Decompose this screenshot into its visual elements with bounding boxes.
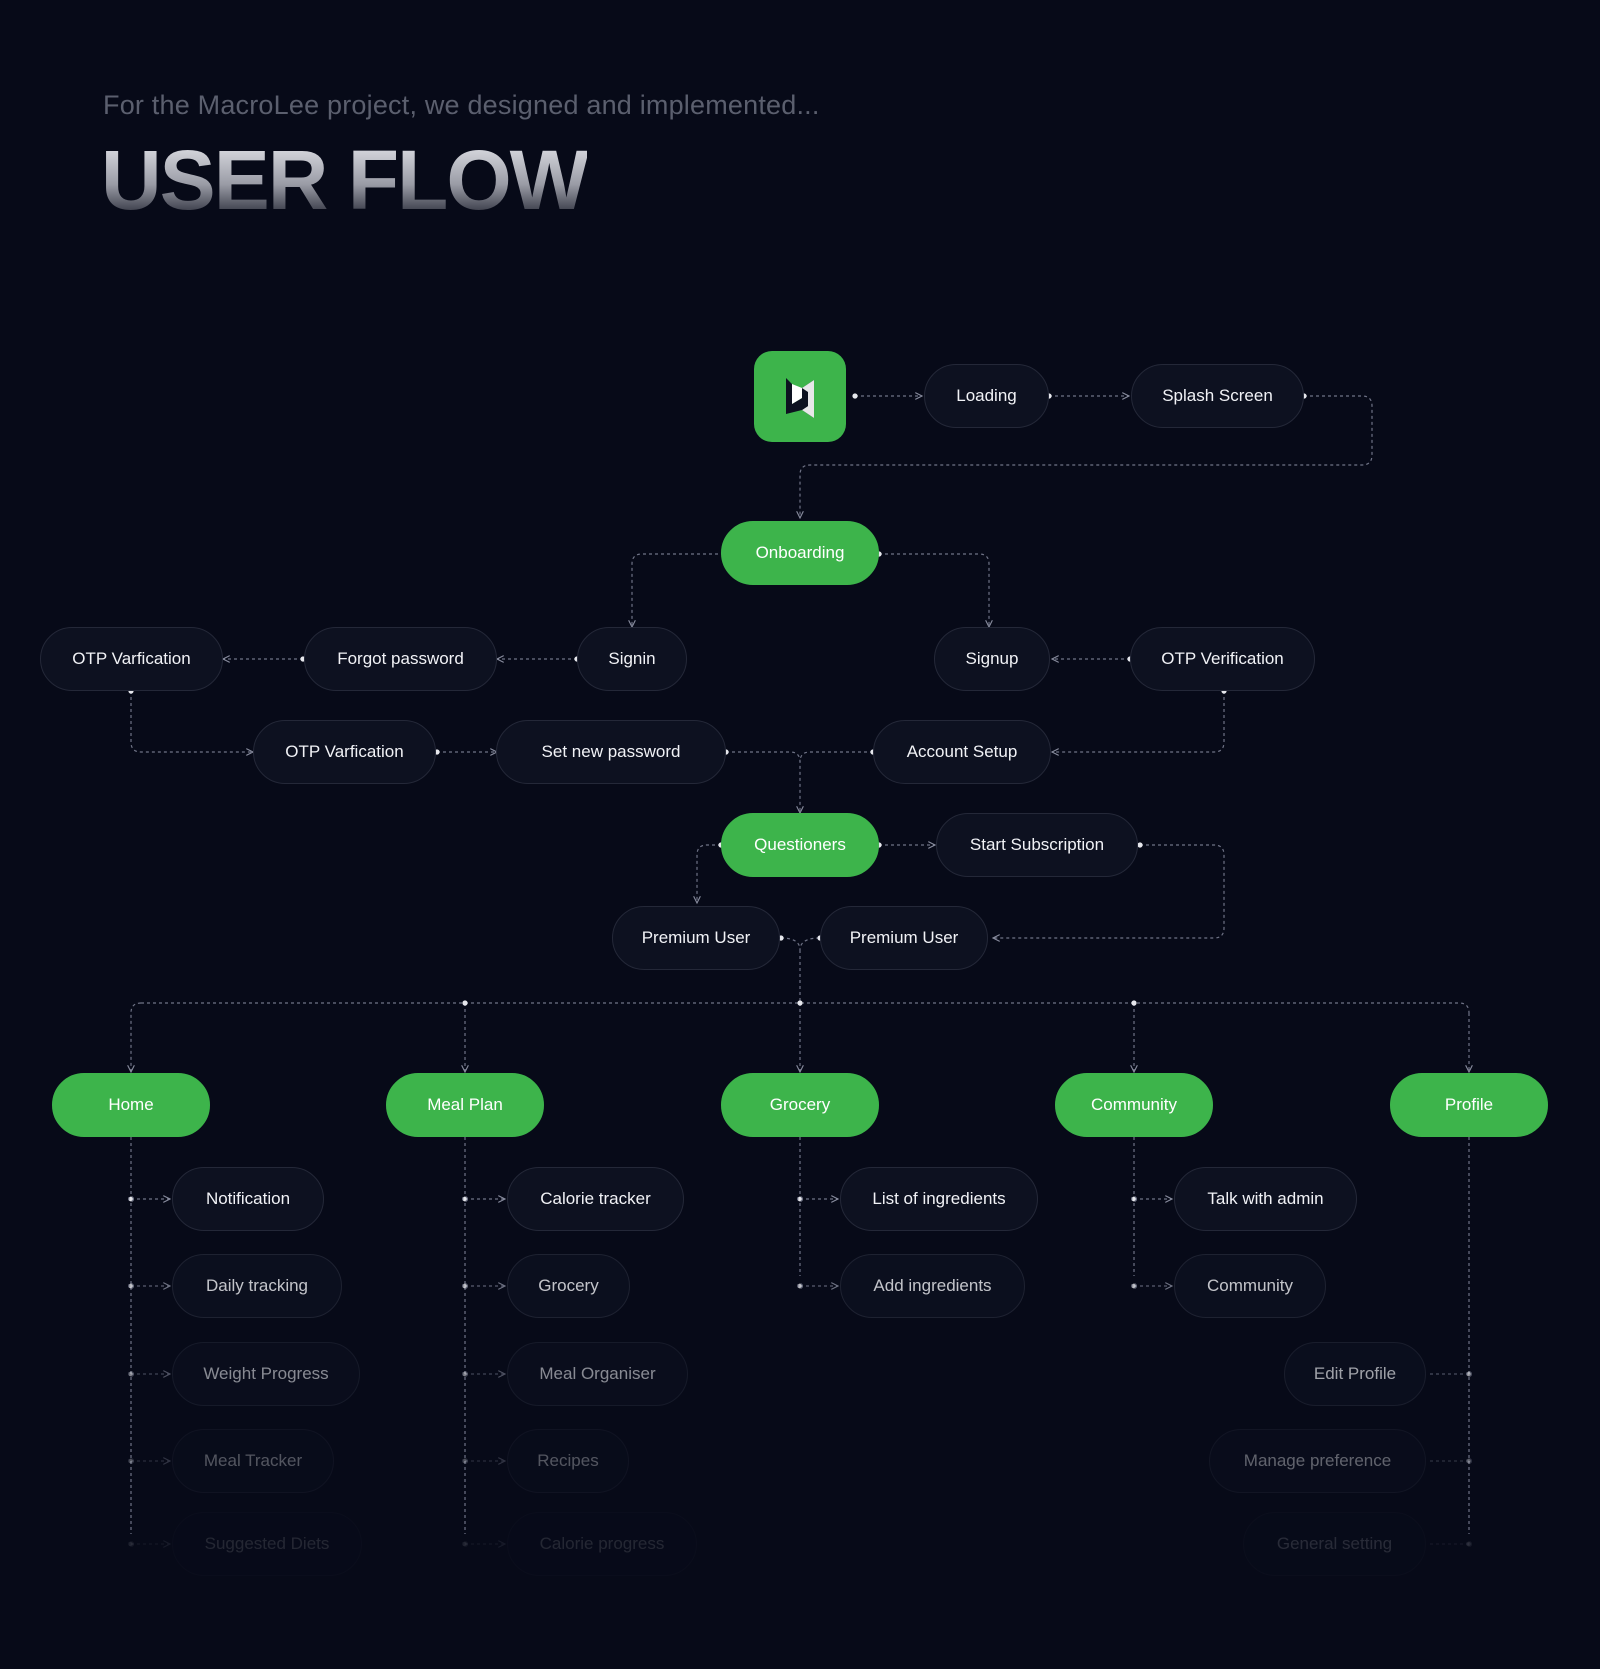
- connector-otpverify-account: [1052, 691, 1225, 752]
- connector-dot: [796, 1282, 803, 1289]
- section-grocery[interactable]: Grocery: [721, 1073, 879, 1137]
- connector-dot: [1130, 1195, 1137, 1202]
- node-daily-tracking[interactable]: Daily tracking: [172, 1254, 342, 1318]
- node-calorie-progress[interactable]: Calorie progress: [507, 1512, 697, 1576]
- connector-dot: [462, 1540, 469, 1547]
- node-signin[interactable]: Signin: [577, 627, 687, 691]
- connector-dot: [796, 1195, 803, 1202]
- node-grocery[interactable]: Grocery: [507, 1254, 630, 1318]
- connector-onboarding-signin: [632, 553, 742, 627]
- connector-setpassword-questioners: [726, 751, 800, 813]
- connector-dot: [462, 1457, 469, 1464]
- node-calorie-tracker[interactable]: Calorie tracker: [507, 1167, 684, 1231]
- connector-dot: [128, 1282, 135, 1289]
- node-manage-preference[interactable]: Manage preference: [1209, 1429, 1426, 1493]
- node-meal-tracker[interactable]: Meal Tracker: [172, 1429, 334, 1493]
- node-add-ingredients[interactable]: Add ingredients: [840, 1254, 1025, 1318]
- connector-dot: [1130, 1282, 1137, 1289]
- node-general-setting[interactable]: General setting: [1243, 1512, 1426, 1576]
- node-account-setup[interactable]: Account Setup: [873, 720, 1051, 784]
- node-otp-varfication-mid[interactable]: OTP Varfication: [253, 720, 436, 784]
- connector-account-questioners: [799, 751, 873, 763]
- node-meal-organiser[interactable]: Meal Organiser: [507, 1342, 688, 1406]
- connector-dot: [128, 1195, 135, 1202]
- node-questioners[interactable]: Questioners: [721, 813, 879, 877]
- node-loading[interactable]: Loading: [924, 364, 1049, 428]
- node-splash-screen[interactable]: Splash Screen: [1131, 364, 1304, 428]
- connector-dot: [462, 1282, 469, 1289]
- intro-text: For the MacroLee project, we designed an…: [103, 90, 820, 120]
- section-community[interactable]: Community: [1055, 1073, 1213, 1137]
- node-signup[interactable]: Signup: [934, 627, 1050, 691]
- connector-dot: [128, 1370, 135, 1377]
- connector-questioners-premium: [697, 844, 721, 903]
- connector-dot: [1465, 1540, 1472, 1547]
- node-onboarding[interactable]: Onboarding: [721, 521, 879, 585]
- connector-dot: [1465, 1457, 1472, 1464]
- connector-premium-merge: [780, 937, 821, 951]
- section-meal-plan[interactable]: Meal Plan: [386, 1073, 544, 1137]
- node-recipes[interactable]: Recipes: [507, 1429, 629, 1493]
- connector-dot: [462, 1370, 469, 1377]
- node-notification[interactable]: Notification: [172, 1167, 324, 1231]
- node-start-subscription[interactable]: Start Subscription: [936, 813, 1138, 877]
- node-community[interactable]: Community: [1174, 1254, 1326, 1318]
- section-profile[interactable]: Profile: [1390, 1073, 1548, 1137]
- connector-dot: [128, 1457, 135, 1464]
- node-edit-profile[interactable]: Edit Profile: [1284, 1342, 1426, 1406]
- page-title: USER FLOW: [101, 133, 589, 227]
- app-logo[interactable]: [754, 351, 846, 442]
- node-otp-varfication-left[interactable]: OTP Varfication: [40, 627, 223, 691]
- connector-dot: [462, 1195, 469, 1202]
- connector-bus: [141, 1002, 1470, 1014]
- node-premium-user-right[interactable]: Premium User: [820, 906, 988, 970]
- node-otp-verification[interactable]: OTP Verification: [1130, 627, 1315, 691]
- node-weight-progress[interactable]: Weight Progress: [172, 1342, 360, 1406]
- connector-otp-otp: [130, 691, 253, 752]
- node-forgot-password[interactable]: Forgot password: [304, 627, 497, 691]
- node-set-new-password[interactable]: Set new password: [496, 720, 726, 784]
- node-talk-with-admin[interactable]: Talk with admin: [1174, 1167, 1357, 1231]
- connector-bus-home: [131, 1002, 142, 1072]
- connector-dot: [128, 1540, 135, 1547]
- node-premium-user-left[interactable]: Premium User: [612, 906, 780, 970]
- connector-subscription-premium: [993, 844, 1225, 938]
- section-home[interactable]: Home: [52, 1073, 210, 1137]
- connector-dot: [1465, 1370, 1472, 1377]
- connector-onboarding-signup: [879, 553, 989, 627]
- node-suggested-diets[interactable]: Suggested Diets: [172, 1512, 362, 1576]
- macrolee-logo-icon: [786, 377, 814, 418]
- node-list-of-ingredients[interactable]: List of ingredients: [840, 1167, 1038, 1231]
